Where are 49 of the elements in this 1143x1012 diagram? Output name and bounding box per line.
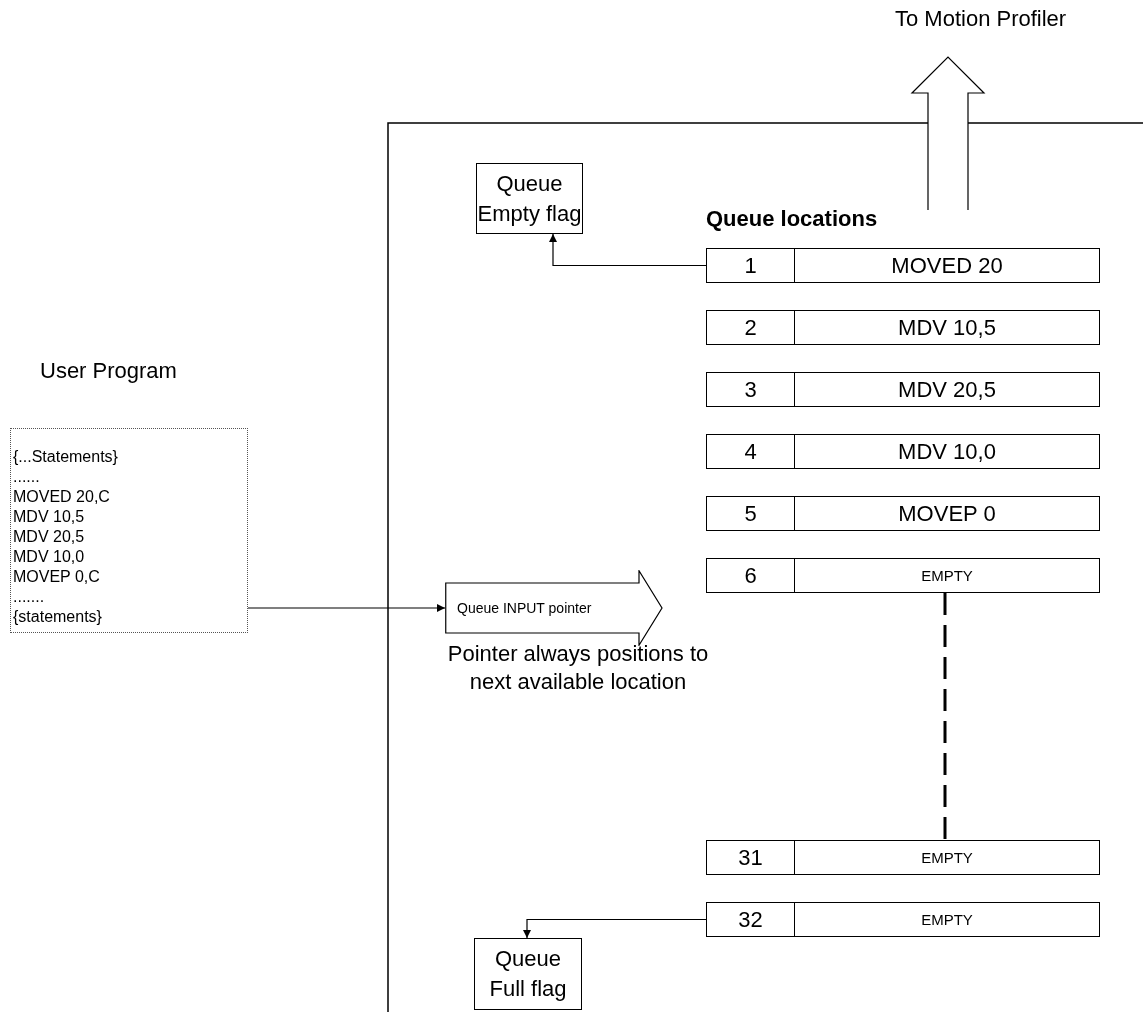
code-line: .......: [13, 587, 46, 607]
queue-row: [706, 372, 1100, 407]
block-arrow: [445, 570, 663, 646]
flag-label: Queue Empty flag: [477, 169, 582, 228]
heading: User Program: [40, 358, 177, 384]
queue-row: [706, 558, 1100, 593]
code-line: ......: [13, 467, 41, 487]
queue-row: [706, 840, 1100, 875]
location-number: 5: [707, 497, 795, 530]
code-line: MDV 10,0: [13, 547, 86, 567]
queue-row: [706, 434, 1100, 469]
connector-line: [943, 593, 947, 840]
queue-entry: EMPTY: [920, 848, 974, 868]
location-number: 4: [707, 435, 795, 468]
code-line: MDV 10,5: [13, 507, 86, 527]
queue-entry: MDV 10,5: [897, 313, 997, 342]
queue-entry: MOVEP 0: [897, 499, 997, 528]
flag-box: [474, 938, 582, 1010]
queue-entry: EMPTY: [920, 566, 974, 586]
code-line: {...Statements}: [13, 447, 119, 467]
queue-entry: MOVED 20: [890, 251, 1004, 280]
code-line: MOVEP 0,C: [13, 567, 101, 587]
pointer-label: Queue INPUT pointer: [457, 600, 592, 616]
location-number: 32: [707, 903, 795, 936]
queue-row: [706, 496, 1100, 531]
code-line: {statements}: [13, 607, 103, 627]
note-text: Pointer always positions to next available location: [446, 640, 710, 696]
arrow: [523, 918, 707, 939]
flag-label: Queue Full flag: [488, 945, 568, 1003]
location-number: 1: [707, 249, 795, 282]
code-line: MDV 20,5: [13, 527, 86, 547]
queue-entry: MDV 10,0: [897, 437, 997, 466]
code-line: MOVED 20,C: [13, 487, 111, 507]
location-number: 31: [707, 841, 795, 874]
location-number: 6: [707, 559, 795, 592]
queue-row: [706, 310, 1100, 345]
queue-row: [706, 902, 1100, 937]
block-arrow: [910, 56, 986, 211]
destination-text: To Motion Profiler: [895, 6, 1067, 32]
queue-entry: EMPTY: [920, 910, 974, 930]
flag-box: [476, 163, 583, 234]
arrow: [247, 604, 446, 612]
location-number: 3: [707, 373, 795, 406]
section-heading: Queue locations: [706, 206, 878, 232]
location-number: 2: [707, 311, 795, 344]
arrow: [549, 233, 707, 267]
queue-entry: MDV 20,5: [897, 375, 997, 404]
queue-row: [706, 248, 1100, 283]
program-listing-box: [10, 428, 248, 633]
